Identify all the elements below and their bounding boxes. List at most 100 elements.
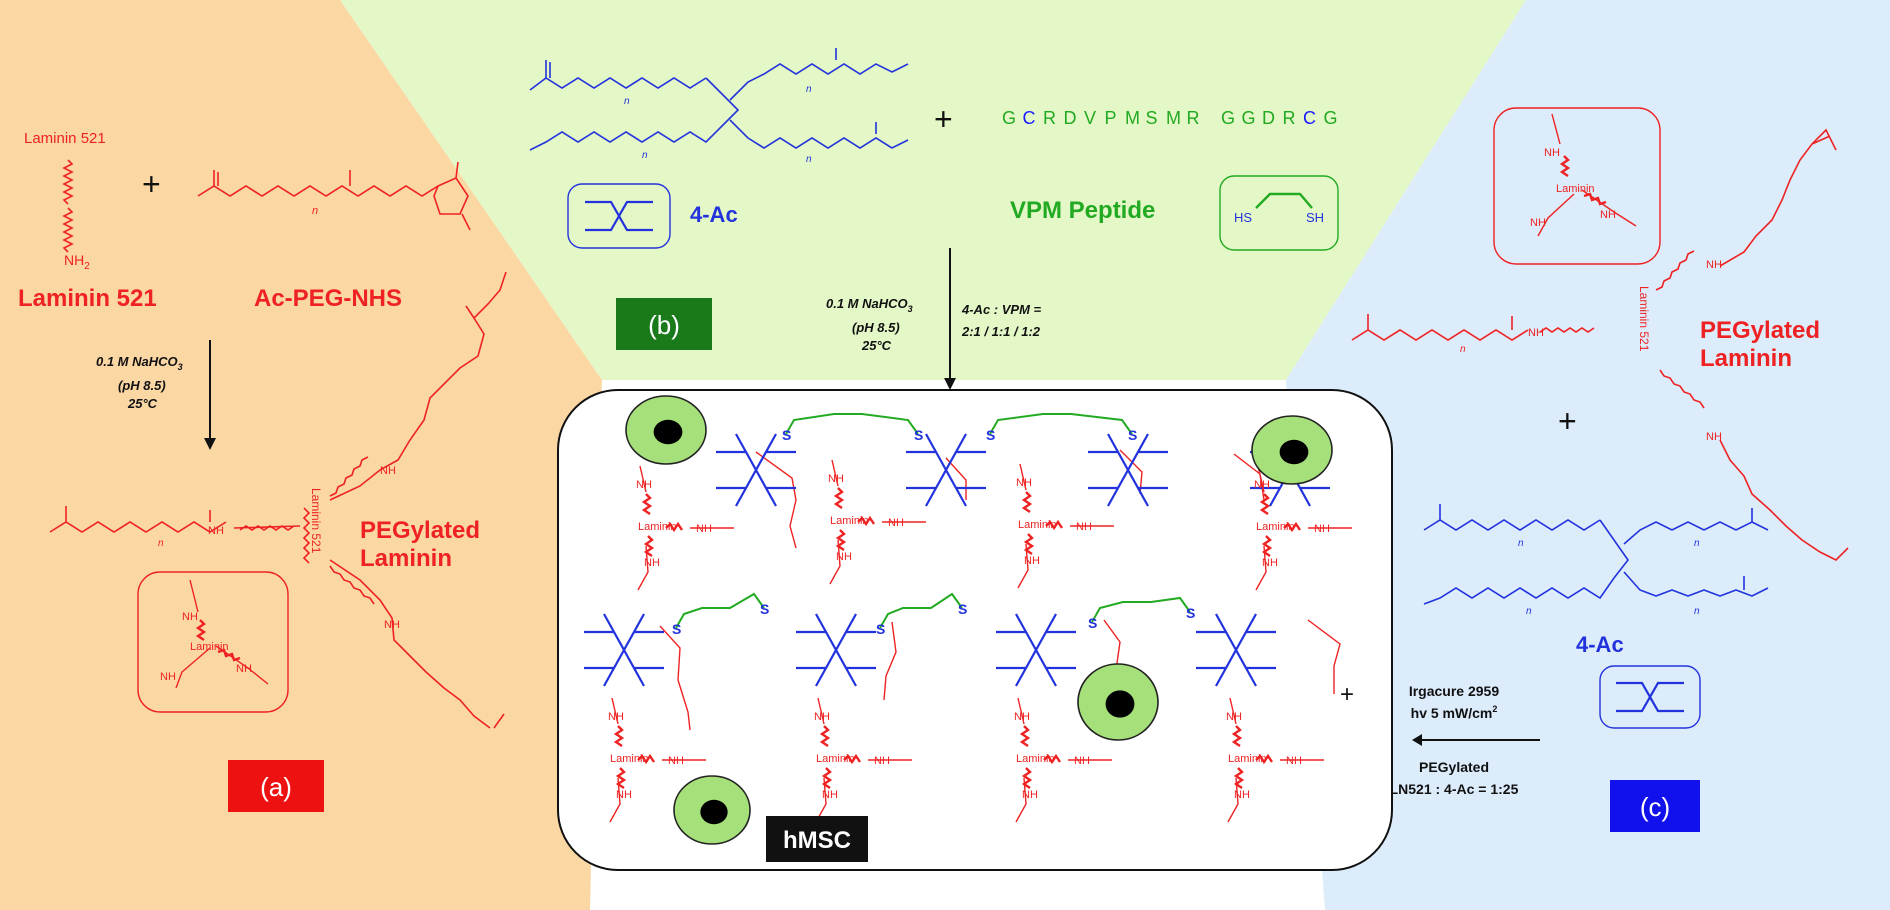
hs-label: HS: [1234, 210, 1252, 225]
ac-peg-nhs-title: Ac-PEG-NHS: [254, 285, 402, 312]
laminin-arm: [1017, 463, 1114, 589]
panel-a-background: [0, 0, 602, 910]
condition-line-2-b: (pH 8.5): [852, 320, 900, 335]
peptide-residue: R: [1283, 108, 1296, 128]
nh-label: NH: [1226, 711, 1242, 723]
nh-label: NH: [608, 711, 624, 723]
laminin-title-a: Laminin: [360, 545, 452, 572]
peptide-residue: M: [1166, 108, 1181, 128]
four-ac-icon-box-c: [1599, 665, 1701, 729]
plus-sign: +: [142, 166, 161, 202]
nh-label: NH: [384, 619, 400, 631]
sulfur-label: S: [958, 601, 967, 617]
nh-label: NH: [1600, 209, 1616, 221]
laminin-small-label: Laminin: [1556, 183, 1595, 195]
n-subscript: n: [1526, 606, 1532, 617]
four-arm-crosslinker: [996, 613, 1076, 687]
peptide-residue: G: [1002, 108, 1016, 128]
n-subscript: n: [642, 150, 648, 161]
nh-label: NH: [814, 711, 830, 723]
laminin-linkage: [819, 725, 861, 789]
sulfur-label: S: [986, 427, 995, 443]
nh-label: NH: [644, 557, 660, 569]
hmsc-label-box: [766, 816, 868, 862]
sulfur-label: S: [1186, 605, 1195, 621]
peptide-residue: C: [1023, 108, 1036, 128]
nh-label: NH: [182, 611, 198, 623]
panel-a: Laminin 521 NH2 + n Laminin 521 Ac-PEG-N…: [18, 130, 507, 812]
reaction-arrowhead-b: [944, 378, 956, 390]
cell-nucleus: [653, 419, 683, 445]
nh-label: NH: [1314, 523, 1330, 535]
condition-line-1-b: 0.1 M NaHCO3: [826, 296, 913, 314]
plus-sign: +: [934, 101, 953, 137]
peptide-residue: G: [1221, 108, 1235, 128]
ratio-line-1-b: 4-Ac : VPM =: [961, 302, 1042, 317]
ratio-line-1-c: PEGylated: [1419, 759, 1489, 775]
laminin-star-box-a: [137, 571, 289, 713]
peptide-residue: D: [1262, 108, 1275, 128]
peptide-residue: R: [1043, 108, 1056, 128]
four-ac-icon-box-b: [567, 183, 671, 249]
nh-label: NH: [1528, 327, 1544, 339]
condition-line-2: (pH 8.5): [118, 378, 166, 393]
sh-label: SH: [1306, 210, 1324, 225]
cell-nucleus: [700, 799, 728, 825]
peptide-residue: R: [1187, 108, 1200, 128]
laminin-arm: [609, 697, 706, 823]
condition-line-3-b: 25°C: [861, 338, 892, 353]
laminin-linkage: [1259, 493, 1301, 557]
badge-c-label: (c): [1640, 792, 1670, 822]
nh-label: NH: [836, 551, 852, 563]
nh-label: NH: [160, 671, 176, 683]
n-subscript: n: [1518, 538, 1524, 549]
nh-label: NH: [236, 663, 252, 675]
laminin-521-vertical: Laminin 521: [309, 488, 323, 554]
pegylated-title-a: PEGylated: [360, 517, 480, 544]
laminin-linkage: [641, 493, 683, 557]
sulfur-label: S: [1128, 427, 1137, 443]
peptide-residue: D: [1064, 108, 1077, 128]
cell-nucleus: [1105, 690, 1135, 718]
nh-label: NH: [1022, 789, 1038, 801]
badge-a-label: (a): [260, 772, 292, 802]
panel-c-background: [1286, 0, 1890, 910]
nh-label: NH: [1016, 477, 1032, 489]
nh-label: NH: [1530, 217, 1546, 229]
nh-label: NH: [616, 789, 632, 801]
four-arm-crosslinker: [1196, 613, 1276, 687]
panel-c: NH NH NH Laminin NH NH NH Laminin 521 n …: [1351, 107, 1849, 832]
peptide-residue: S: [1146, 108, 1158, 128]
laminin-521-title: Laminin 521: [18, 285, 157, 312]
n-subscript: n: [1460, 344, 1466, 355]
nh-label: NH: [1544, 147, 1560, 159]
laminin-linkage: [833, 487, 875, 551]
sulfur-label: S: [760, 601, 769, 617]
peptide-crosslink: [1091, 596, 1191, 623]
nh-label: NH: [1024, 555, 1040, 567]
ratio-line-2-c: LN521 : 4-Ac = 1:25: [1390, 781, 1519, 797]
peptide-residue: P: [1105, 108, 1117, 128]
dithiol-icon-box: [1219, 175, 1339, 251]
n-subscript: n: [1694, 606, 1700, 617]
laminin-label: Laminin: [610, 753, 649, 765]
n-subscript: n: [806, 84, 812, 95]
nh-label: NH: [1254, 479, 1270, 491]
nh-label: NH: [668, 755, 684, 767]
peptide-residue: M: [1125, 108, 1140, 128]
laminin-521-small-label: Laminin 521: [24, 130, 106, 147]
laminin-arm: [1015, 697, 1112, 823]
nh-label: NH: [1076, 521, 1092, 533]
laminin-linkage: [1021, 491, 1063, 555]
four-arm-crosslinker: [796, 613, 876, 687]
badge-c: [1610, 780, 1700, 832]
sulfur-label: S: [782, 427, 791, 443]
peptide-crosslink: [879, 592, 963, 629]
ratio-line-2-b: 2:1 / 1:1 / 1:2: [961, 324, 1041, 339]
peptide-residue: G: [1242, 108, 1256, 128]
peptide-residue: V: [1084, 108, 1096, 128]
laminin-label: Laminin: [1018, 519, 1057, 531]
